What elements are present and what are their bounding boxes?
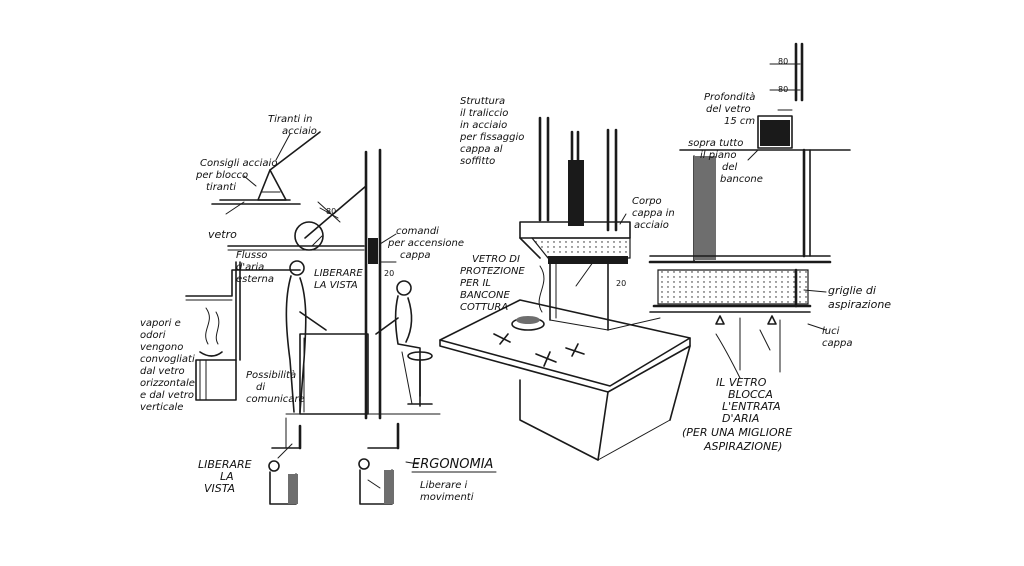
left-elevation-drawing: [185, 131, 441, 420]
note-vetro-protezione: VETRO DI PROTEZIONE PER IL BANCONE COTTU…: [460, 254, 528, 313]
dim-20-middle: 20: [616, 279, 626, 288]
note-liberare-vista-mid: LIBERARE LA VISTA: [314, 268, 366, 291]
dim-80-left: 80: [326, 207, 336, 216]
note-vetro: vetro: [208, 228, 237, 241]
note-profondita-vetro: Profondità del vetro 15 cm: [704, 91, 759, 127]
note-ergonomia: ERGONOMIA: [412, 457, 493, 472]
note-comandi: comandi per accensione cappa: [387, 226, 467, 261]
note-consigli-acciaio: Consigli acciaio per blocco tiranti: [195, 158, 281, 193]
note-vapori: vapori e odori vengono convogliati dal v…: [140, 318, 198, 413]
right-section-drawing: [648, 42, 851, 379]
note-liberare-vista-bottom: LIBERARE LA VISTA: [198, 458, 255, 495]
annotation-leaders: [225, 133, 627, 465]
dim-20-left: 20: [384, 269, 394, 278]
note-struttura: Struttura il traliccio in acciaio per fi…: [459, 96, 528, 167]
note-tiranti-acciaio: Tiranti in acciaio: [268, 114, 317, 137]
dim-80-top: 80: [778, 57, 788, 66]
note-sopra-tutto: sopra tutto il piano del bancone: [688, 138, 763, 185]
ergonomic-diagrams: [268, 422, 400, 505]
note-griglie: griglie di aspirazione: [828, 284, 891, 311]
note-possibilita-comunicare: Possibilità di comunicare: [246, 369, 305, 405]
note-corpo-acciaio: Corpo cappa in acciaio: [632, 196, 678, 231]
note-luci: luci cappa: [822, 326, 852, 349]
dim-80-right: 80: [778, 85, 788, 94]
dimension-labels: 80 20 20 80 80: [326, 57, 788, 288]
handwritten-notes: Consigli acciaio per blocco tiranti Tira…: [140, 91, 891, 503]
note-liberare-movimenti: Liberare i movimenti: [420, 480, 474, 503]
note-flusso-aria: Flusso d'aria esterna: [236, 250, 274, 285]
note-per-migliore: (PER UNA MIGLIORE ASPIRAZIONE): [682, 426, 796, 453]
note-il-vetro: IL VETRO BLOCCA L'ENTRATA D'ARIA: [716, 376, 784, 425]
middle-perspective-drawing: [439, 116, 691, 461]
